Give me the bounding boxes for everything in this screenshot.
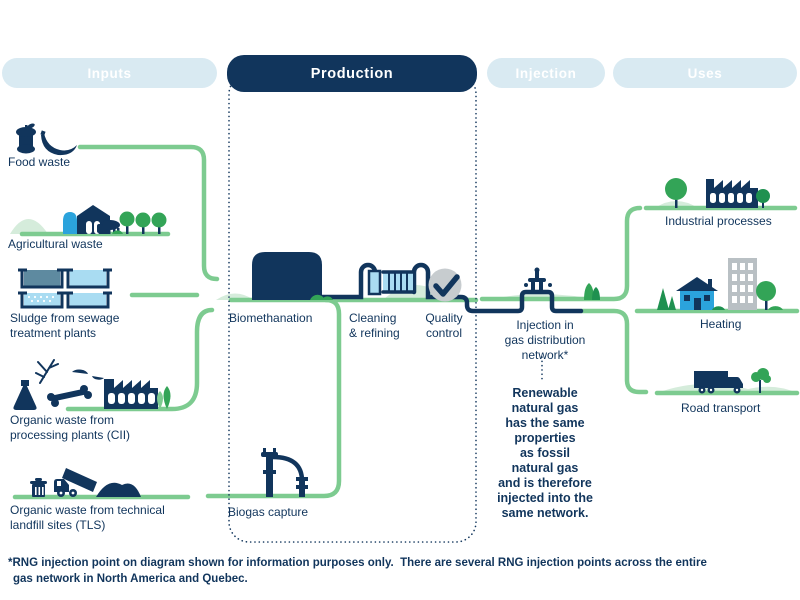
trash-bin [30,478,47,497]
peel-2 [92,376,104,380]
injection-trees [584,283,600,300]
bush [112,230,123,234]
silo [63,212,77,234]
peel-1 [72,369,88,374]
food-waste-label: Food waste [8,155,71,169]
flow-lines [12,144,800,500]
industrial-factory-icon [665,178,770,208]
footnote: *RNG injection point on diagram shown fo… [8,557,707,585]
agricultural-waste-icon [63,205,167,234]
stage-pill-uses-label: Uses [687,65,723,81]
stage-pill-injection[interactable]: Injection [487,58,605,88]
heating-icon [657,258,783,310]
biomethanation-tank-icon [252,252,333,300]
stage-pill-production[interactable]: Production [227,55,477,92]
waste-pile [96,482,141,497]
gas-pipes [315,262,584,314]
stage-pill-inputs-label: Inputs [87,65,132,81]
biomethanation-label: Biomethanation [229,311,313,325]
quality-control-icon [428,268,462,302]
leaf-dark [163,386,171,409]
cii-waste-icon [13,359,171,410]
line-injection-to-road [579,308,649,395]
food-waste-icon [5,123,77,156]
quality-control-label: Quality control [425,311,463,340]
biogas-capture-icon [261,448,308,497]
stage-pill-inputs[interactable]: Inputs [2,58,217,88]
tls-waste-icon [30,468,141,497]
trees [119,211,167,234]
injection-note: Renewable natural gas has the same prope… [497,386,593,520]
flask [13,384,37,410]
industrial-processes-label: Industrial processes [665,214,772,228]
stage-pill-injection-label: Injection [515,65,577,81]
line-injection-to-industrial [479,205,643,302]
injection-valve-icon [524,267,552,292]
road-transport-truck-icon [694,368,771,394]
sprig [35,359,59,384]
checkmark-icon [433,274,460,297]
bone [47,385,92,407]
heating-label: Heating [700,317,742,331]
cii-label: Organic waste from processing plants (CI… [10,413,131,442]
sludge-label: Sludge from sewage treatment plants [10,311,120,340]
tls-label: Organic waste from technical landfill si… [10,503,165,532]
stage-pill-production-label: Production [310,65,394,82]
line-biogas-branch [205,297,342,499]
line-cii [65,307,215,412]
stage-pill-uses[interactable]: Uses [613,58,797,88]
injection-point-label: Injection in gas distribution network* [504,318,586,362]
sludge-tanks-icon [18,268,112,309]
road-transport-label: Road transport [681,401,761,415]
biogas-capture-label: Biogas capture [228,505,309,519]
cleaning-refining-label: Cleaning & refining [349,311,400,340]
dump-truck [54,468,97,497]
leaf-light [157,391,163,409]
cleaning-refining-icon [367,269,415,296]
agricultural-waste-label: Agricultural waste [8,237,103,251]
line-food-waste [77,144,220,282]
